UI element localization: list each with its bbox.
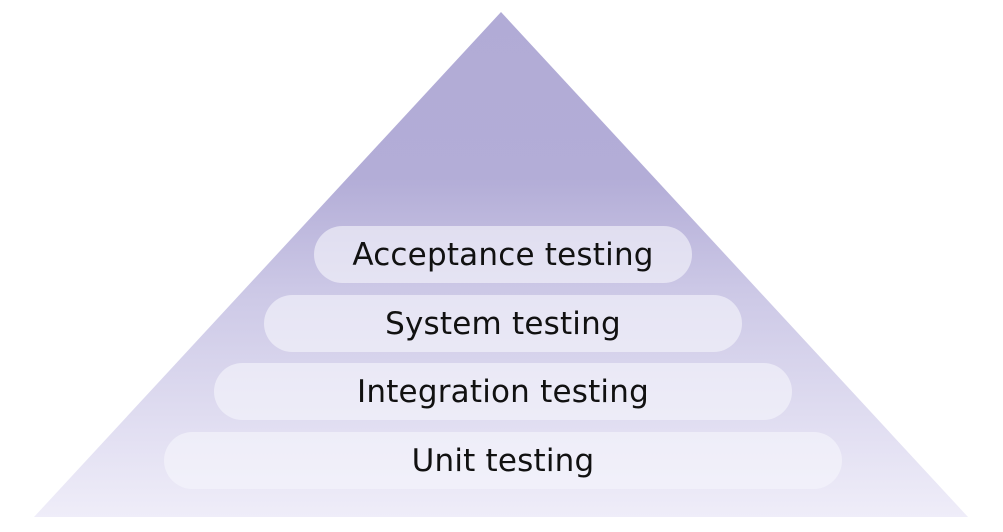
pyramid-level-acceptance-testing: Acceptance testing xyxy=(314,226,692,283)
level-label: Integration testing xyxy=(357,373,649,410)
pyramid-level-unit-testing: Unit testing xyxy=(164,432,842,489)
level-label: Unit testing xyxy=(411,442,595,479)
pyramid-level-system-testing: System testing xyxy=(264,295,742,352)
level-label: Acceptance testing xyxy=(352,236,654,273)
level-label: System testing xyxy=(385,305,621,342)
pyramid-level-integration-testing: Integration testing xyxy=(214,363,792,420)
